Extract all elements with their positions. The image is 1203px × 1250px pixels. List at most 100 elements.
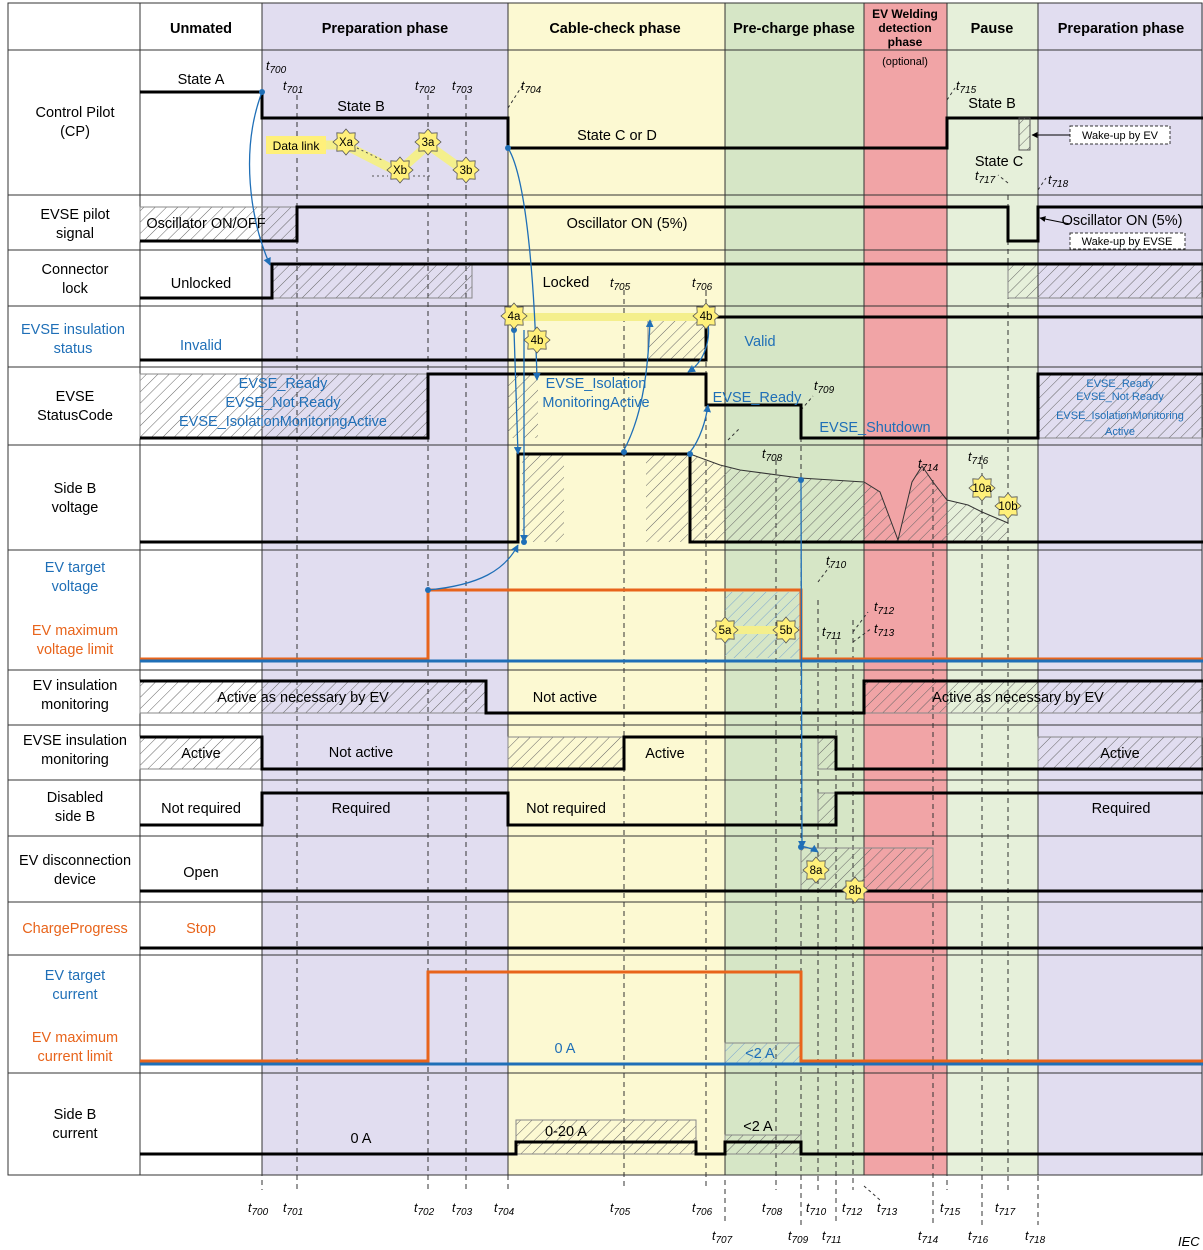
status-shutdown: EVSE_Shutdown: [819, 420, 930, 436]
tick-bottom-t718: t718: [1025, 1229, 1046, 1246]
evseim-active: Active: [181, 746, 221, 762]
tick-bottom-t712: t712: [842, 1201, 863, 1218]
iso-status-signal: Invalid Valid: [140, 313, 1203, 362]
svg-text:5b: 5b: [780, 625, 793, 637]
status-r-not-ready: EVSE_Not Ready: [1076, 391, 1164, 403]
row-label-sbv-1: Side B: [54, 481, 97, 497]
row-label-evmv-1: EV maximum: [32, 623, 118, 639]
lock-signal: Unlocked Locked: [140, 262, 1203, 300]
tick-top-t711: t711: [822, 625, 841, 642]
tick-top-t712: t712: [874, 600, 895, 617]
svg-text:4b: 4b: [531, 335, 544, 347]
tick-bottom-t714: t714: [918, 1229, 939, 1246]
badge-4b-6: 4b: [692, 302, 720, 330]
status-r-iso: EVSE_IsolationMonitoring: [1056, 410, 1184, 422]
cp-state-cd: State C or D: [577, 128, 657, 144]
svg-text:8a: 8a: [810, 865, 823, 877]
tick-top-t716: t716: [968, 450, 989, 467]
evim-active-nec: Active as necessary by EV: [217, 690, 389, 706]
tick-bottom-t706: t706: [692, 1201, 713, 1218]
tick-bottom-t716: t716: [968, 1229, 989, 1246]
row-label-evtc-1: EV target: [45, 968, 105, 984]
row-label-sbv-2: voltage: [52, 500, 99, 516]
svg-text:Xa: Xa: [339, 137, 354, 149]
cp-signal: State A State B State C or D State B Sta…: [140, 72, 1203, 178]
badge-3a-2: 3a: [414, 128, 442, 156]
row-label-pilot-1: EVSE pilot: [40, 207, 109, 223]
band-pause: [947, 3, 1038, 1175]
tick-top-t709: t709: [814, 379, 835, 396]
evtc-lt2a: <2 A: [745, 1046, 775, 1062]
tick-bottom-t713: t713: [877, 1201, 898, 1218]
phase-headers: Unmated Preparation phase Cable-check ph…: [170, 7, 1184, 68]
svg-text:10b: 10b: [998, 501, 1017, 513]
status-r-active: Active: [1105, 426, 1135, 438]
phase-header-welding-3: phase: [888, 35, 923, 49]
evim-signal: Active as necessary by EV Not active Act…: [139, 679, 1203, 715]
dis-required-2: Required: [1092, 801, 1151, 817]
cprog-signal: Stop: [140, 921, 1203, 950]
band-prep2: [1038, 3, 1203, 1175]
tick-top-t718: t718: [1048, 173, 1069, 190]
status-ready-2: EVSE_Ready: [713, 390, 802, 406]
row-label-evtc-2: current: [52, 987, 97, 1003]
tick-top-t710: t710: [826, 554, 847, 571]
row-label-evtv-1: EV target: [45, 560, 105, 576]
badge-5b-8: 5b: [772, 616, 800, 644]
phase-header-prep2: Preparation phase: [1058, 21, 1185, 37]
event-dots: [259, 89, 804, 850]
badge-3b-3: 3b: [452, 156, 480, 184]
row-label-evdd-1: EV disconnection: [19, 853, 131, 869]
tick-top-t713: t713: [874, 622, 895, 639]
row-label-cp-1: Control Pilot: [36, 105, 115, 121]
tick-bottom-t705: t705: [610, 1201, 631, 1218]
tick-bottom-t707: t707: [712, 1229, 733, 1246]
lock-locked: Locked: [543, 275, 590, 291]
row-label-sbc-1: Side B: [54, 1107, 97, 1123]
tick-top-t708: t708: [762, 447, 783, 464]
cp-state-b2: State B: [968, 96, 1016, 112]
evtc-signal: 0 A <2 A: [140, 970, 1203, 1066]
badge-8a-9: 8a: [802, 856, 830, 884]
pilot-osc-on: Oscillator ON (5%): [567, 216, 688, 232]
badge-xa-0: Xa: [332, 128, 360, 156]
svg-text:4b: 4b: [700, 311, 713, 323]
row-label-lock-2: lock: [62, 281, 89, 297]
phase-header-cable: Cable-check phase: [549, 21, 680, 37]
sbc-zero-a: 0 A: [351, 1131, 372, 1147]
svg-text:10a: 10a: [972, 483, 992, 495]
tick-top-t717: t717: [975, 169, 996, 186]
pilot-osc-onoff: Oscillator ON/OFF: [146, 216, 265, 232]
row-label-evmv-2: voltage limit: [37, 642, 114, 658]
tick-top-t704: t704: [521, 79, 542, 96]
evseim-signal: Active Not active Active Active: [139, 735, 1203, 771]
tick-top-t700: t700: [266, 59, 287, 76]
tick-top-t702: t702: [415, 79, 436, 96]
row-label-sbc-2: current: [52, 1126, 97, 1142]
evim-active-nec-2: Active as necessary by EV: [932, 690, 1104, 706]
tick-top-t714: t714: [918, 457, 939, 474]
row-label-status-2: StatusCode: [37, 408, 113, 424]
status-not-ready: EVSE_Not Ready: [225, 395, 341, 411]
badge-xb-1: Xb: [386, 156, 414, 184]
tick-bottom-t710: t710: [806, 1201, 827, 1218]
dis-not-required: Not required: [161, 801, 241, 817]
row-label-dis-1: Disabled: [47, 790, 103, 806]
tick-top-t705: t705: [610, 276, 631, 293]
badge-5a-7: 5a: [711, 616, 739, 644]
status-ready: EVSE_Ready: [239, 376, 328, 392]
phase-header-welding-2: detection: [878, 21, 931, 35]
badge-4a-4: 4a: [500, 302, 528, 330]
evtc-zero-a: 0 A: [555, 1041, 576, 1057]
tick-top-t706: t706: [692, 276, 713, 293]
cprog-stop: Stop: [186, 921, 216, 937]
status-r-ready: EVSE_Ready: [1086, 378, 1154, 390]
evseim-active-3: Active: [1100, 746, 1140, 762]
wake-up-evse: Wake-up by EVSE: [1082, 236, 1173, 248]
row-labels: Control Pilot (CP) EVSE pilot signal Con…: [19, 105, 131, 1142]
svg-text:Xb: Xb: [393, 165, 407, 177]
evim-not-active: Not active: [533, 690, 597, 706]
phase-header-welding-1: EV Welding: [872, 7, 938, 21]
